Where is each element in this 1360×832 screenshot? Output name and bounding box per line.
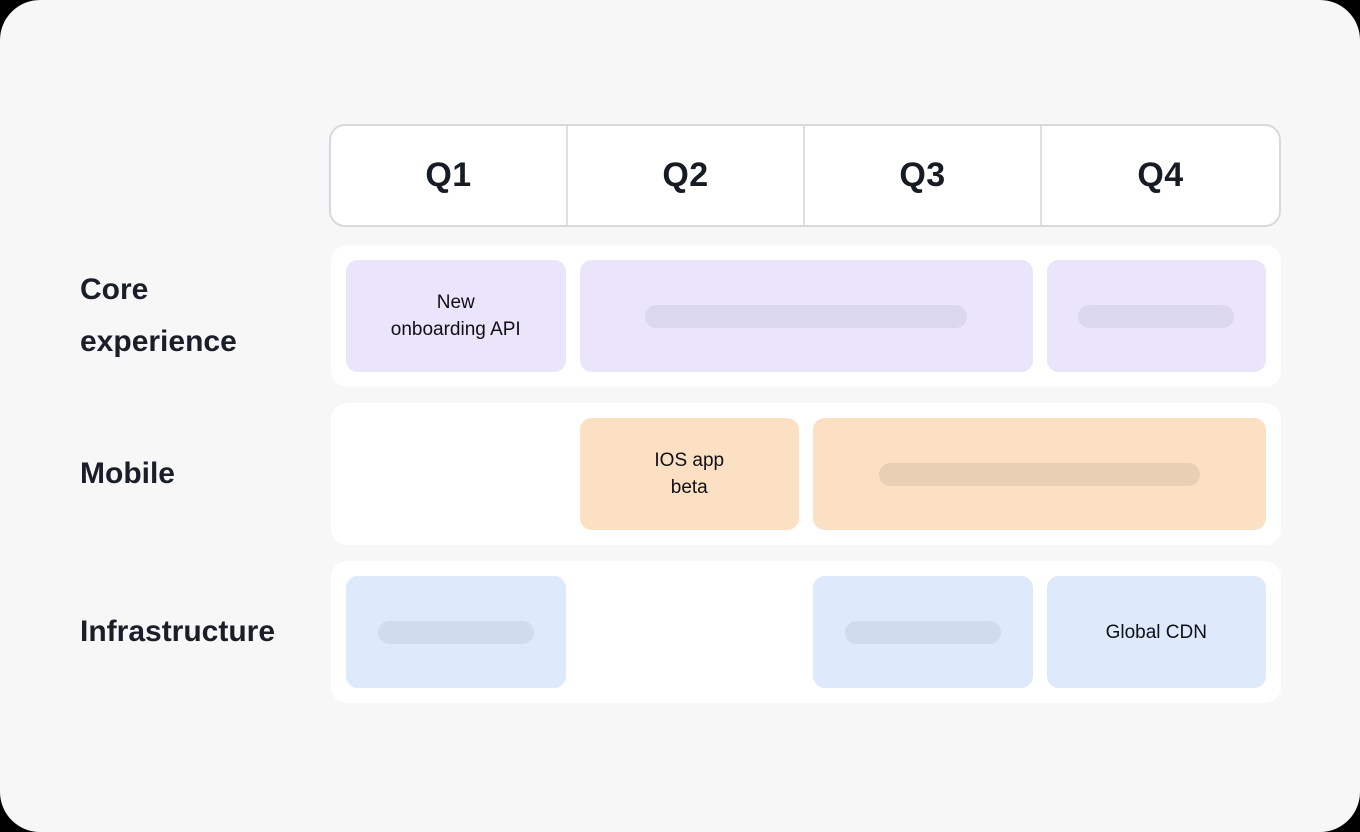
placeholder-pill	[844, 620, 1001, 644]
row-track-mobile: IOS app beta	[331, 403, 1281, 545]
block-text-line: New	[436, 292, 475, 313]
roadmap-block-core-experience-q4[interactable]	[1046, 260, 1266, 372]
roadmap-block-infrastructure-q1[interactable]	[346, 576, 566, 688]
quarter-label: Q3	[899, 156, 946, 194]
row-track-core-experience: New onboarding API	[331, 245, 1281, 387]
quarter-header: Q1 Q2 Q3 Q4	[329, 124, 1281, 227]
row-label-core-experience: Core experience	[80, 273, 237, 358]
quarter-header-cell-q4: Q4	[1042, 126, 1279, 225]
row-label-mobile: Mobile	[80, 457, 175, 490]
quarter-label: Q1	[425, 156, 472, 194]
roadmap-block-core-experience-q1[interactable]: New onboarding API	[346, 260, 566, 372]
block-text-line: IOS app	[654, 450, 725, 471]
placeholder-pill	[645, 304, 967, 328]
roadmap-block-core-experience-q2[interactable]	[579, 260, 1033, 372]
row-label-infrastructure: Infrastructure	[80, 615, 276, 648]
block-text-line: onboarding API	[390, 319, 521, 340]
placeholder-pill	[1078, 304, 1235, 328]
quarter-label: Q2	[662, 156, 709, 194]
block-text-line: Global CDN	[1105, 621, 1207, 643]
roadmap-block-mobile-q2[interactable]: IOS app beta	[579, 418, 799, 530]
roadmap-block-infrastructure-q3[interactable]	[813, 576, 1033, 688]
roadmap-block-infrastructure-q4[interactable]: Global CDN	[1046, 576, 1266, 688]
roadmap-block-mobile-q3[interactable]	[813, 418, 1266, 530]
placeholder-pill	[377, 620, 534, 644]
quarter-label: Q4	[1137, 156, 1184, 194]
placeholder-pill	[878, 462, 1201, 486]
quarter-header-cell-q2: Q2	[568, 126, 805, 225]
quarter-header-cell-q1: Q1	[331, 126, 568, 225]
row-track-infrastructure: Global CDN	[331, 561, 1281, 703]
block-text-line: beta	[670, 477, 708, 498]
quarter-header-cell-q3: Q3	[805, 126, 1042, 225]
